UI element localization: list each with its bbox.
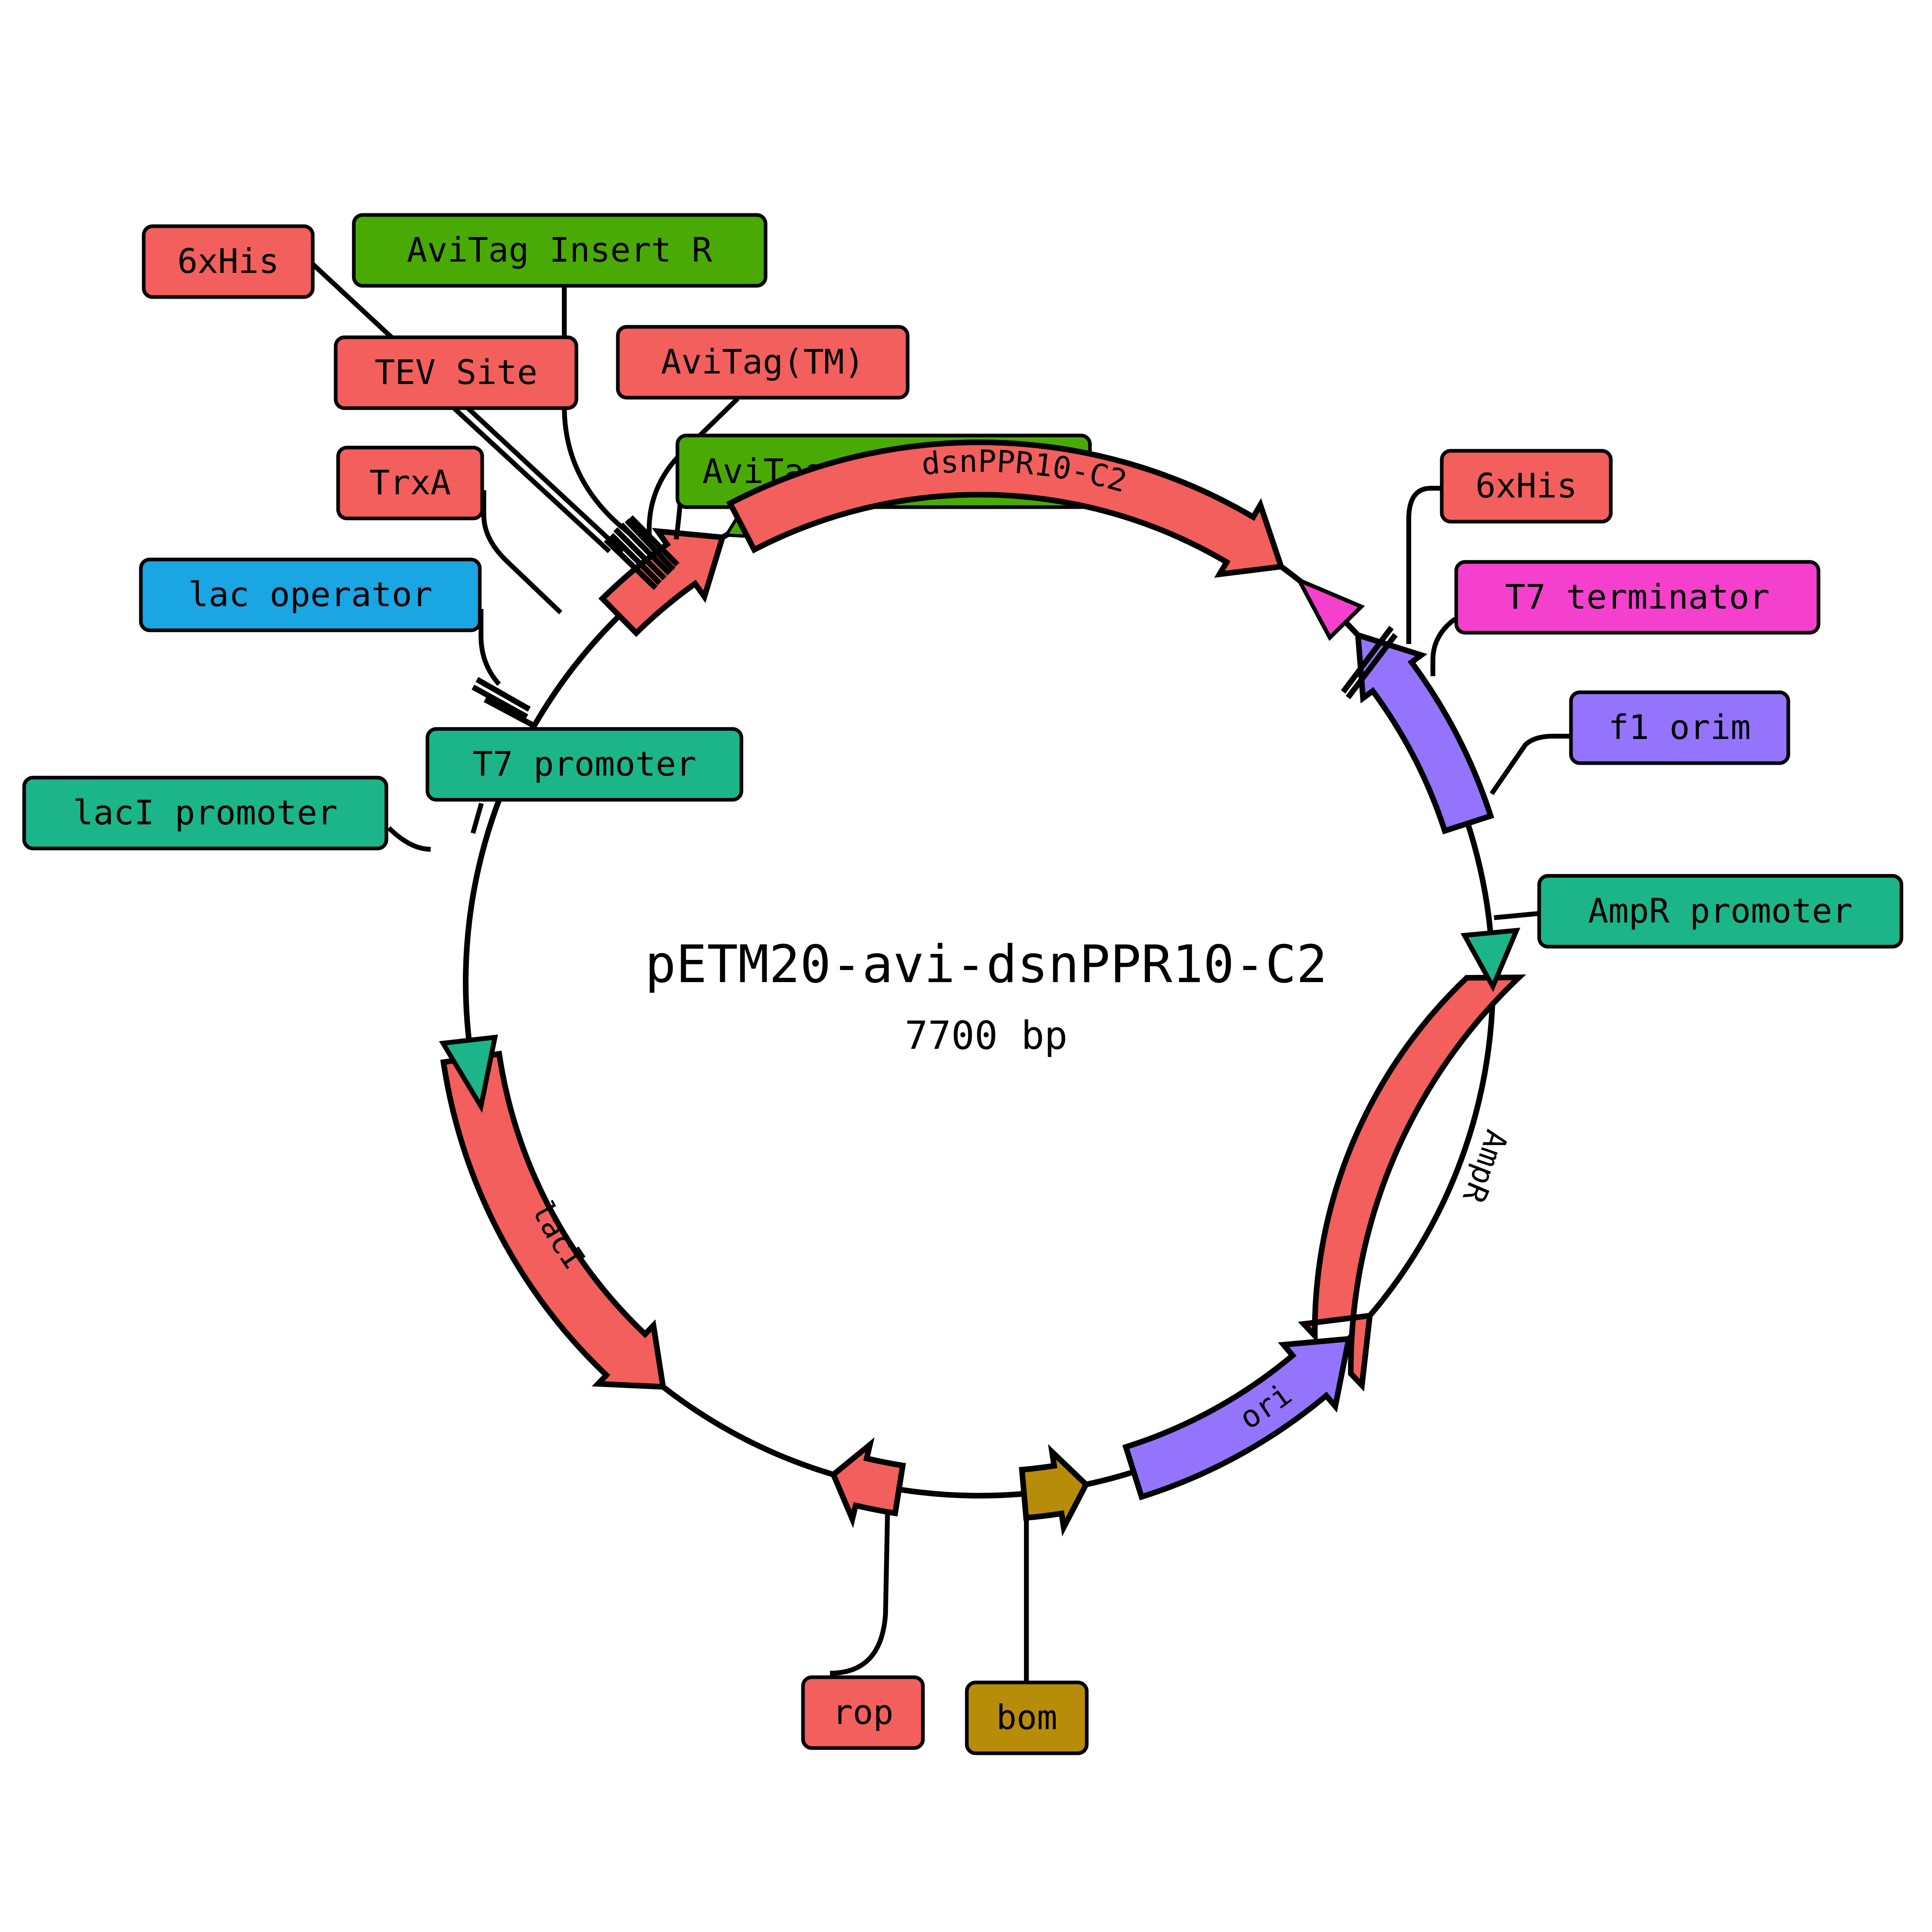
label-his6-right-text: 6xHis (1476, 466, 1577, 506)
leader-trxa (481, 490, 563, 615)
leader-his6-right (1406, 486, 1443, 644)
feature-ampr[interactable] (1298, 974, 1526, 1392)
tick-lac-operator[interactable] (471, 684, 528, 720)
label-bom-text: bom (996, 1698, 1057, 1737)
plasmid-name: pETM20-avi-dsnPPR10-C2 (645, 935, 1327, 995)
boxed-labels: 6xHis AviTag Insert R TEV Site AviTag(TM… (22, 213, 1903, 1755)
label-ampr-promoter[interactable]: AmpR promoter (1537, 874, 1903, 949)
label-t7-promoter-text: T7 promoter (473, 744, 696, 784)
label-trxa[interactable]: TrxA (336, 446, 484, 520)
leader-f1-ori (1490, 734, 1572, 795)
leader-laci-promoter (387, 826, 431, 852)
leader-rop (830, 1513, 890, 1676)
feature-rop[interactable] (830, 1437, 906, 1528)
label-his6-right[interactable]: 6xHis (1440, 449, 1613, 524)
feature-t7-terminator[interactable] (1294, 576, 1365, 641)
tick-t7-promoter[interactable] (483, 697, 535, 728)
leader-ampr-promoter (1494, 911, 1542, 920)
label-avitag-insert-r[interactable]: AviTag Insert R (352, 213, 768, 288)
tick-cluster-1[interactable] (609, 533, 662, 585)
feature-dsnppr10[interactable] (726, 440, 1285, 578)
plasmid-size: 7700 bp (905, 1013, 1068, 1058)
label-avitag-tm[interactable]: AviTag(TM) (616, 325, 910, 400)
feature-ampr-promoter[interactable] (1460, 927, 1521, 992)
label-trxa-text: TrxA (369, 463, 451, 502)
feature-trxa[interactable] (598, 528, 727, 637)
label-avitag-tm-text: AviTag(TM) (661, 342, 865, 382)
label-lac-operator-text: lac operator (188, 575, 433, 614)
feature-f1-ori[interactable] (1354, 631, 1494, 835)
label-tev-site-text: TEV Site (375, 353, 538, 392)
leader-t7-terminator (1430, 617, 1458, 676)
feature-ticks (471, 515, 1398, 728)
leader-avitag-insert-r (562, 285, 632, 536)
feature-ori[interactable] (1122, 1335, 1352, 1501)
label-t7-terminator[interactable]: T7 terminator (1454, 560, 1821, 635)
label-t7-terminator-text: T7 terminator (1505, 577, 1769, 617)
label-laci-promoter-text: lacI promoter (73, 793, 337, 832)
feature-laci[interactable] (440, 1051, 667, 1390)
tick-cluster-4[interactable] (624, 518, 676, 572)
label-tev-site[interactable]: TEV Site (334, 335, 578, 410)
label-t7-promoter[interactable]: T7 promoter (425, 727, 743, 802)
leader-tev-site (442, 397, 611, 553)
tick-his6-right[interactable] (1341, 625, 1394, 694)
tick-lac-operator-2[interactable] (475, 677, 531, 712)
label-f1-ori-text: f1 orim (1608, 708, 1751, 747)
tick-cluster-2[interactable] (613, 527, 667, 580)
label-f1-ori[interactable]: f1 orim (1569, 690, 1790, 765)
tick-his6-right-2[interactable] (1346, 633, 1398, 700)
arc-label-ampr: AmpR (1456, 1126, 1515, 1208)
leader-lac-operator (479, 609, 501, 686)
label-rop[interactable]: rop (801, 1675, 925, 1750)
label-avitag-insert-r-text: AviTag Insert R (407, 230, 712, 270)
tick-cluster-5[interactable] (604, 537, 658, 590)
tick-cluster-6[interactable] (629, 515, 679, 567)
label-bom[interactable]: bom (965, 1680, 1089, 1755)
leader-lines (306, 258, 1572, 1682)
label-his6-top[interactable]: 6xHis (142, 224, 315, 299)
label-his6-top-text: 6xHis (178, 242, 279, 281)
label-laci-promoter[interactable]: lacI promoter (22, 776, 388, 850)
label-lac-operator[interactable]: lac operator (139, 557, 482, 632)
feature-laci-promoter[interactable] (439, 1034, 498, 1113)
label-rop-text: rop (832, 1693, 894, 1732)
label-ampr-promoter-text: AmpR promoter (1588, 891, 1852, 931)
leader-t7-promoter (471, 803, 484, 834)
feature-bom[interactable] (1019, 1444, 1090, 1537)
